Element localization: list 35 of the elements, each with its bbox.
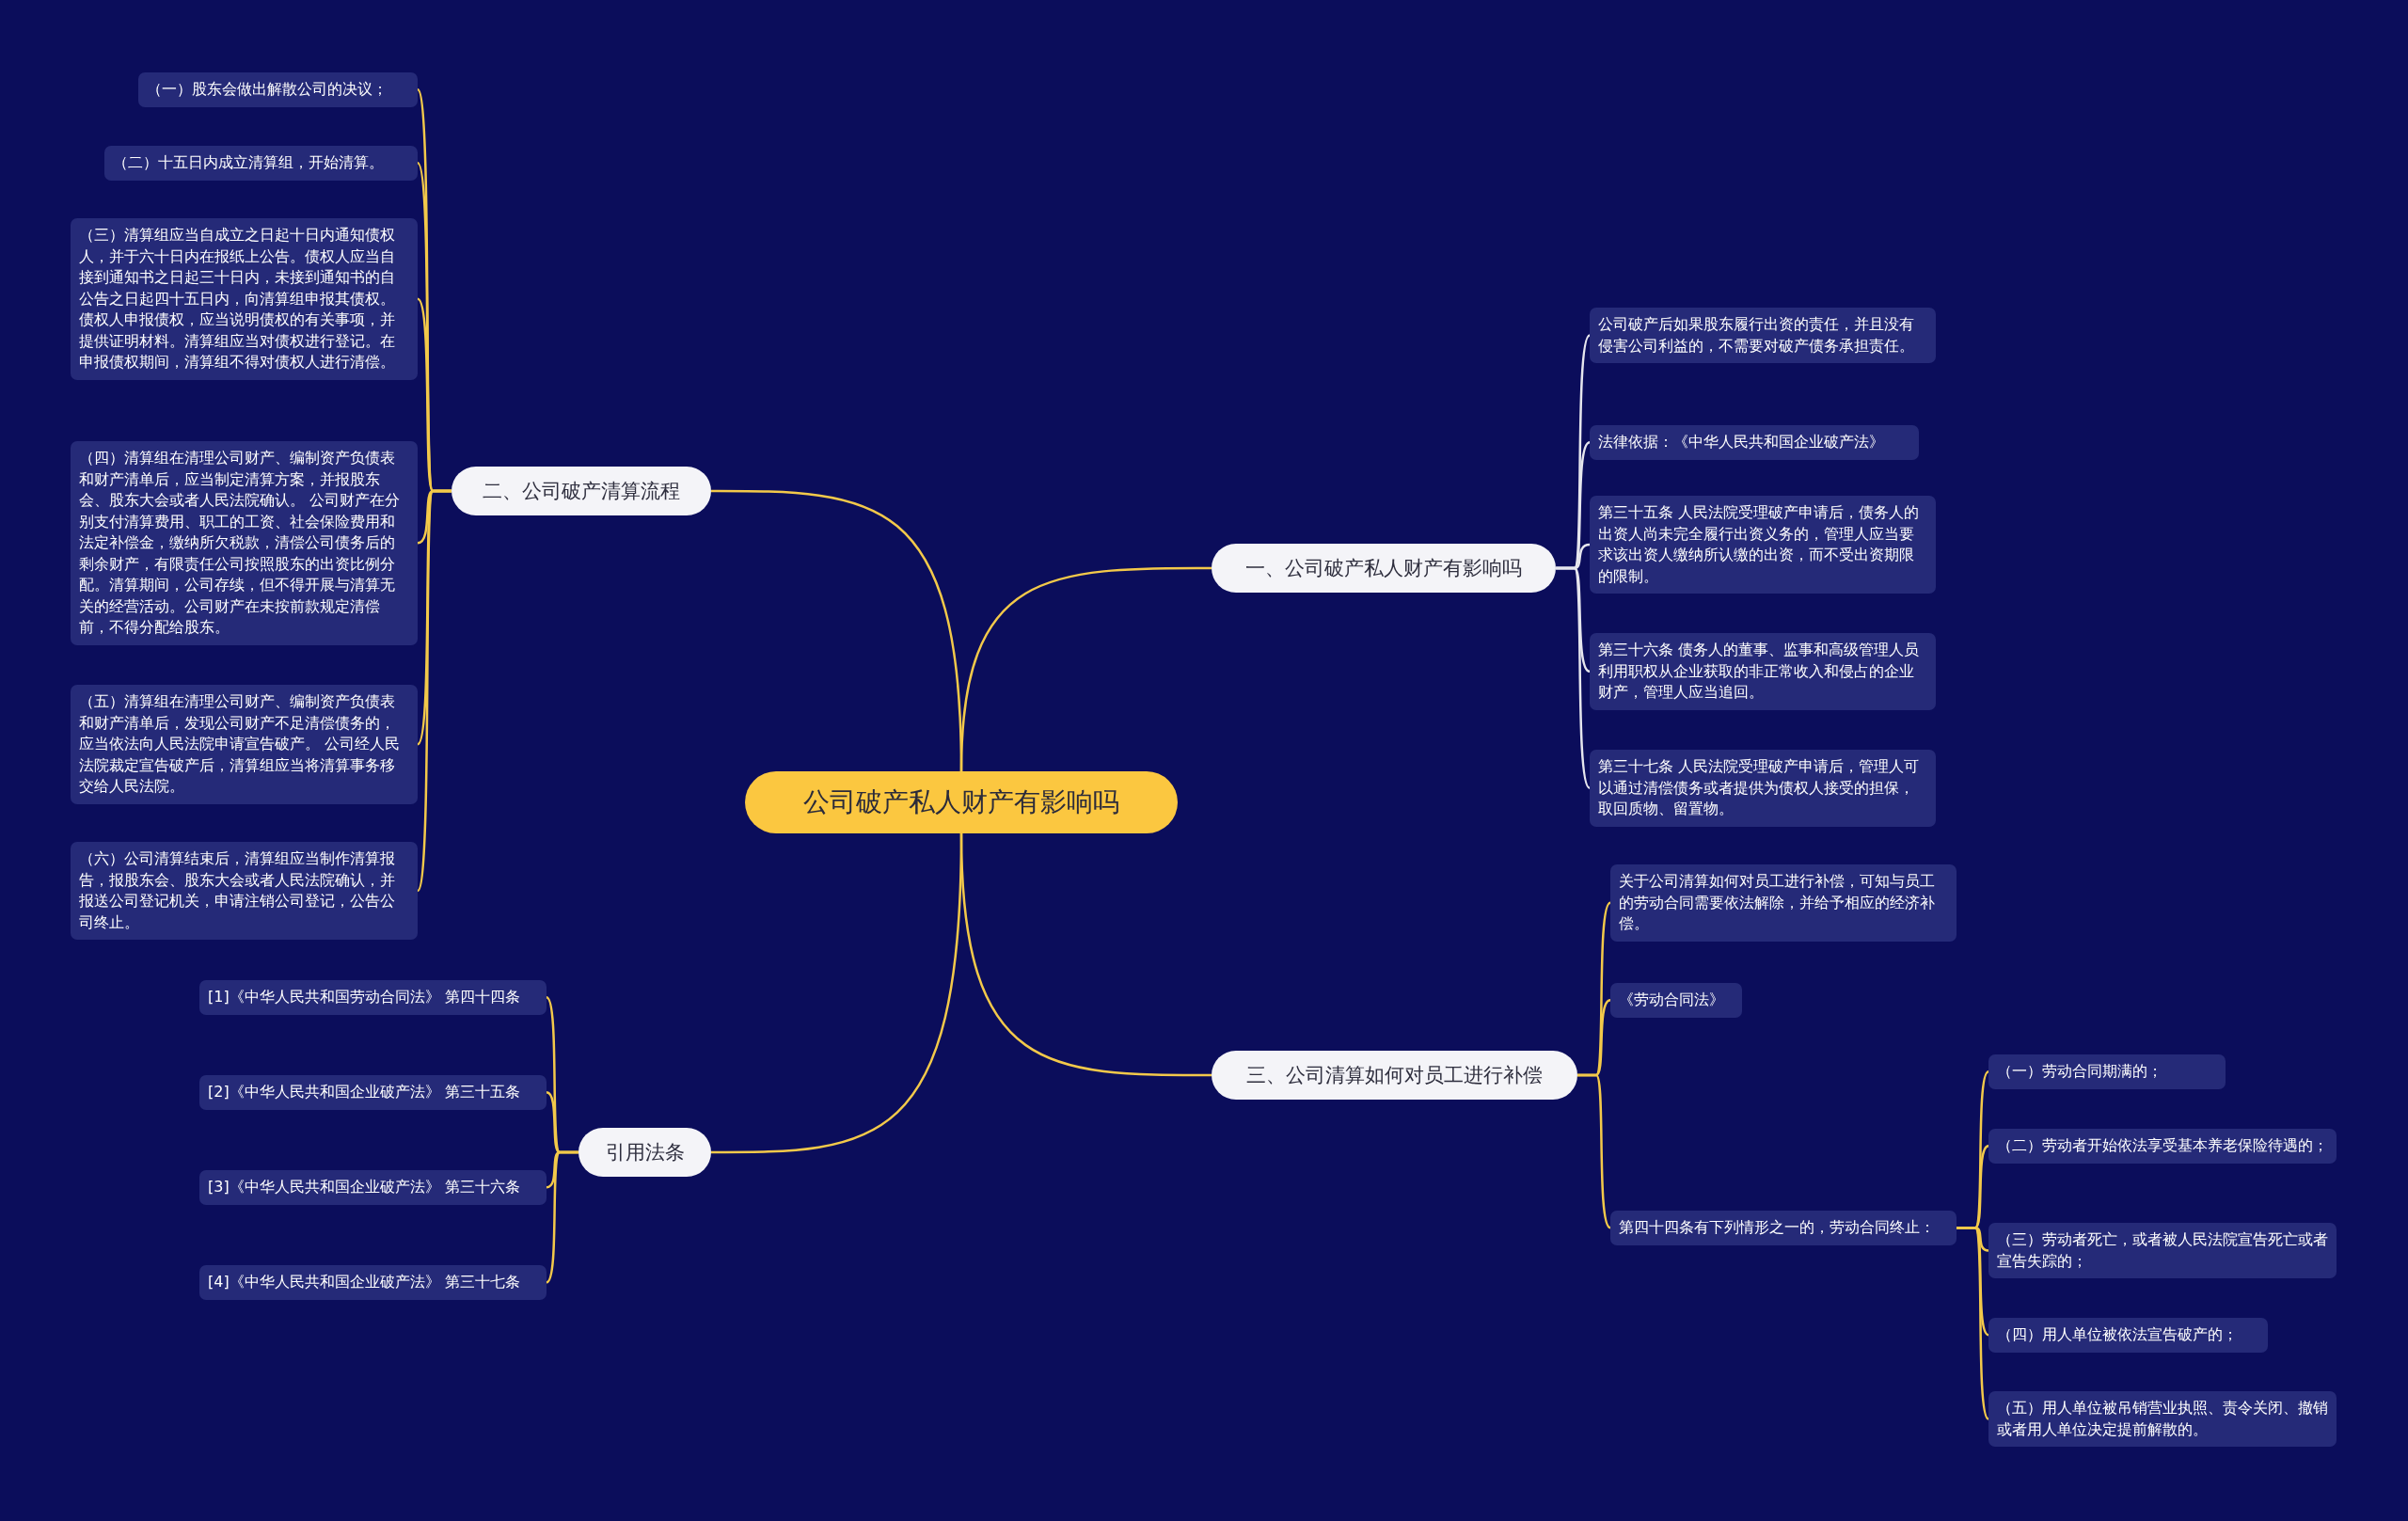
branch-topic: 二、公司破产清算流程 xyxy=(452,467,711,515)
text-card: [3]《中华人民共和国企业破产法》 第三十六条 xyxy=(199,1170,547,1205)
connector-line xyxy=(1556,566,1591,789)
central-topic: 公司破产私人财产有影响吗 xyxy=(745,771,1178,833)
text-card: （五）清算组在清理公司财产、编制资产负债表和财产清单后，发现公司财产不足清偿债务的，应当依法向人民法院申请宣告破产。 公司经人民法院裁定宣告破产后，清算组应当将清算事务移交给人民法院。 xyxy=(71,685,418,804)
text-card: [4]《中华人民共和国企业破产法》 第三十七条 xyxy=(199,1265,547,1300)
text-card: （二）十五日内成立清算组，开始清算。 xyxy=(104,146,418,181)
text-card: 第三十六条 债务人的董事、监事和高级管理人员利用职权从企业获取的非正常收入和侵占的企业财产，管理人应当追回。 xyxy=(1590,633,1936,710)
text-card: （三）劳动者死亡，或者被人民法院宣告死亡或者宣告失踪的； xyxy=(1988,1223,2337,1278)
text-card: 《劳动合同法》 xyxy=(1610,983,1742,1018)
connector-line xyxy=(1577,1073,1611,1229)
text-card: 公司破产后如果股东履行出资的责任，并且没有侵害公司利益的，不需要对破产债务承担责任。 xyxy=(1590,308,1936,363)
text-card: [2]《中华人民共和国企业破产法》 第三十五条 xyxy=(199,1075,547,1110)
text-card: [1]《中华人民共和国劳动合同法》 第四十四条 xyxy=(199,980,547,1015)
text-card: （四）清算组在清理公司财产、编制资产负债表和财产清单后，应当制定清算方案，并报股东会、股东大会或者人民法院确认。 公司财产在分别支付清算费用、职工的工资、社会保险费用和法定补偿金，缴纳所欠税款，清偿公司债务后的剩余财产，有限责任公司按照股东的出资比例分配。清算期间，公司存续，但不得开展与清算无关的经营活动。公司财产在未按前款规定清偿前，不得分配给股东。 xyxy=(71,441,418,645)
connector-line xyxy=(546,1150,578,1284)
text-card: 法律依据：《中华人民共和国企业破产法》 xyxy=(1590,425,1919,460)
text-card: （一）股东会做出解散公司的决议； xyxy=(138,72,418,107)
connector-line xyxy=(416,489,452,892)
text-card: （六）公司清算结束后，清算组应当制作清算报告，报股东会、股东大会或者人民法院确认，并报送公司登记机关，申请注销公司登记，公告公司终止。 xyxy=(71,842,418,940)
text-card: 第三十五条 人民法院受理破产申请后，债务人的出资人尚未完全履行出资义务的，管理人应当要求该出资人缴纳所认缴的出资，而不受出资期限的限制。 xyxy=(1590,496,1936,594)
branch-topic: 一、公司破产私人财产有影响吗 xyxy=(1212,544,1556,593)
text-card: （四）用人单位被依法宣告破产的； xyxy=(1988,1318,2268,1353)
connector-line xyxy=(711,489,963,772)
text-card: 第三十七条 人民法院受理破产申请后，管理人可以通过清偿债务或者提供为债权人接受的担保，取回质物、留置物。 xyxy=(1590,750,1936,827)
text-card: （五）用人单位被吊销营业执照、责令关闭、撤销或者用人单位决定提前解散的。 xyxy=(1988,1391,2337,1447)
text-card: （三）清算组应当自成立之日起十日内通知债权人，并于六十日内在报纸上公告。债权人应当自接到通知书之日起三十日内，未接到通知书的自公告之日起四十五日内，向清算组申报其债权。债权人申报债权，应当说明债权的有关事项，并提供证明材料。清算组应当对债权进行登记。在申报债权期间，清算组不得对债权人进行清偿。 xyxy=(71,218,418,380)
connector-line xyxy=(1956,1227,1989,1420)
text-card: 第四十四条有下列情形之一的，劳动合同终止： xyxy=(1610,1211,1956,1245)
text-card: （一）劳动合同期满的； xyxy=(1988,1054,2226,1089)
text-card: （二）劳动者开始依法享受基本养老保险待遇的； xyxy=(1988,1129,2337,1164)
branch-topic: 三、公司清算如何对员工进行补偿 xyxy=(1212,1051,1577,1100)
text-card: 关于公司清算如何对员工进行补偿，可知与员工的劳动合同需要依法解除，并给予相应的经济补偿。 xyxy=(1610,864,1956,942)
connector-line xyxy=(711,832,963,1154)
branch-topic: 引用法条 xyxy=(578,1128,711,1177)
